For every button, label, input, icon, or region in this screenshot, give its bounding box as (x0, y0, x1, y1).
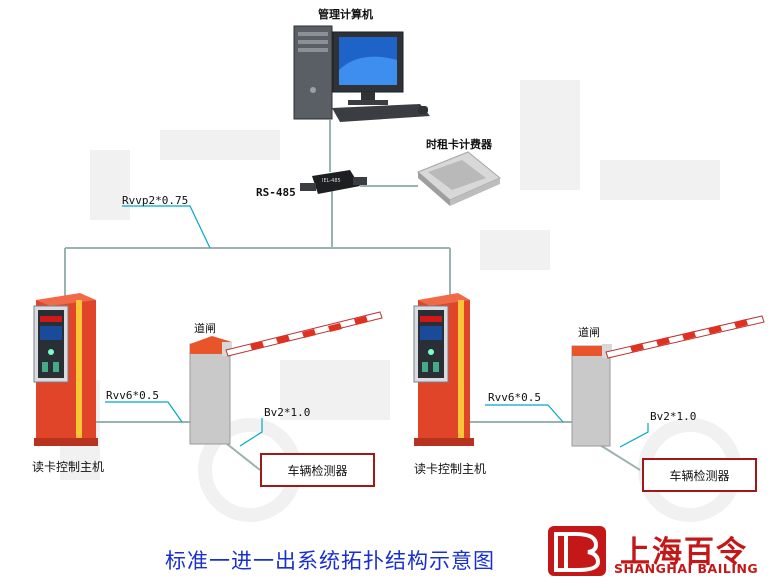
logo-name-cn: 上海百令 (620, 535, 748, 570)
controller-booth-right (413, 293, 474, 446)
detector-right-box: 车辆检测器 (642, 458, 757, 492)
timer-device-icon (417, 151, 501, 206)
logo-mark-icon (548, 526, 606, 576)
cable-leaders (105, 205, 649, 448)
barrier-gate-left (189, 311, 383, 445)
svg-text:IEL-485: IEL-485 (322, 178, 341, 184)
logo-name-en: SHANGHAI BAILING (614, 561, 759, 576)
background-watermark (60, 80, 742, 522)
detector-left-box: 车辆检测器 (260, 453, 375, 487)
detector-left-label: 车辆检测器 (287, 463, 348, 478)
controller-right-label: 读卡控制主机 (414, 462, 487, 476)
diagram-title: 标准一进一出系统拓扑结构示意图 (165, 549, 495, 573)
computer-icon (293, 25, 430, 122)
controller-left-label: 读卡控制主机 (32, 460, 105, 474)
controller-booth-left (33, 293, 98, 446)
cable-main-label: Rvvp2*0.75 (122, 194, 189, 207)
detector-right-label: 车辆检测器 (669, 468, 730, 483)
gate-left-label: 道闸 (194, 322, 216, 335)
cable-right-controller-label: Rvv6*0.5 (488, 391, 541, 404)
computer-label: 管理计算机 (318, 8, 373, 21)
rs485-label: RS-485 (256, 186, 296, 199)
cable-left-detector-label: Bv2*1.0 (264, 406, 311, 419)
cable-left-controller-label: Rvv6*0.5 (106, 389, 159, 402)
barrier-gate-right (571, 315, 765, 447)
gate-right-label: 道闸 (578, 326, 600, 339)
cable-right-detector-label: Bv2*1.0 (650, 410, 697, 423)
timer-label: 时租卡计费器 (426, 138, 492, 151)
rs485-converter-icon: IEL-485 (300, 170, 367, 194)
